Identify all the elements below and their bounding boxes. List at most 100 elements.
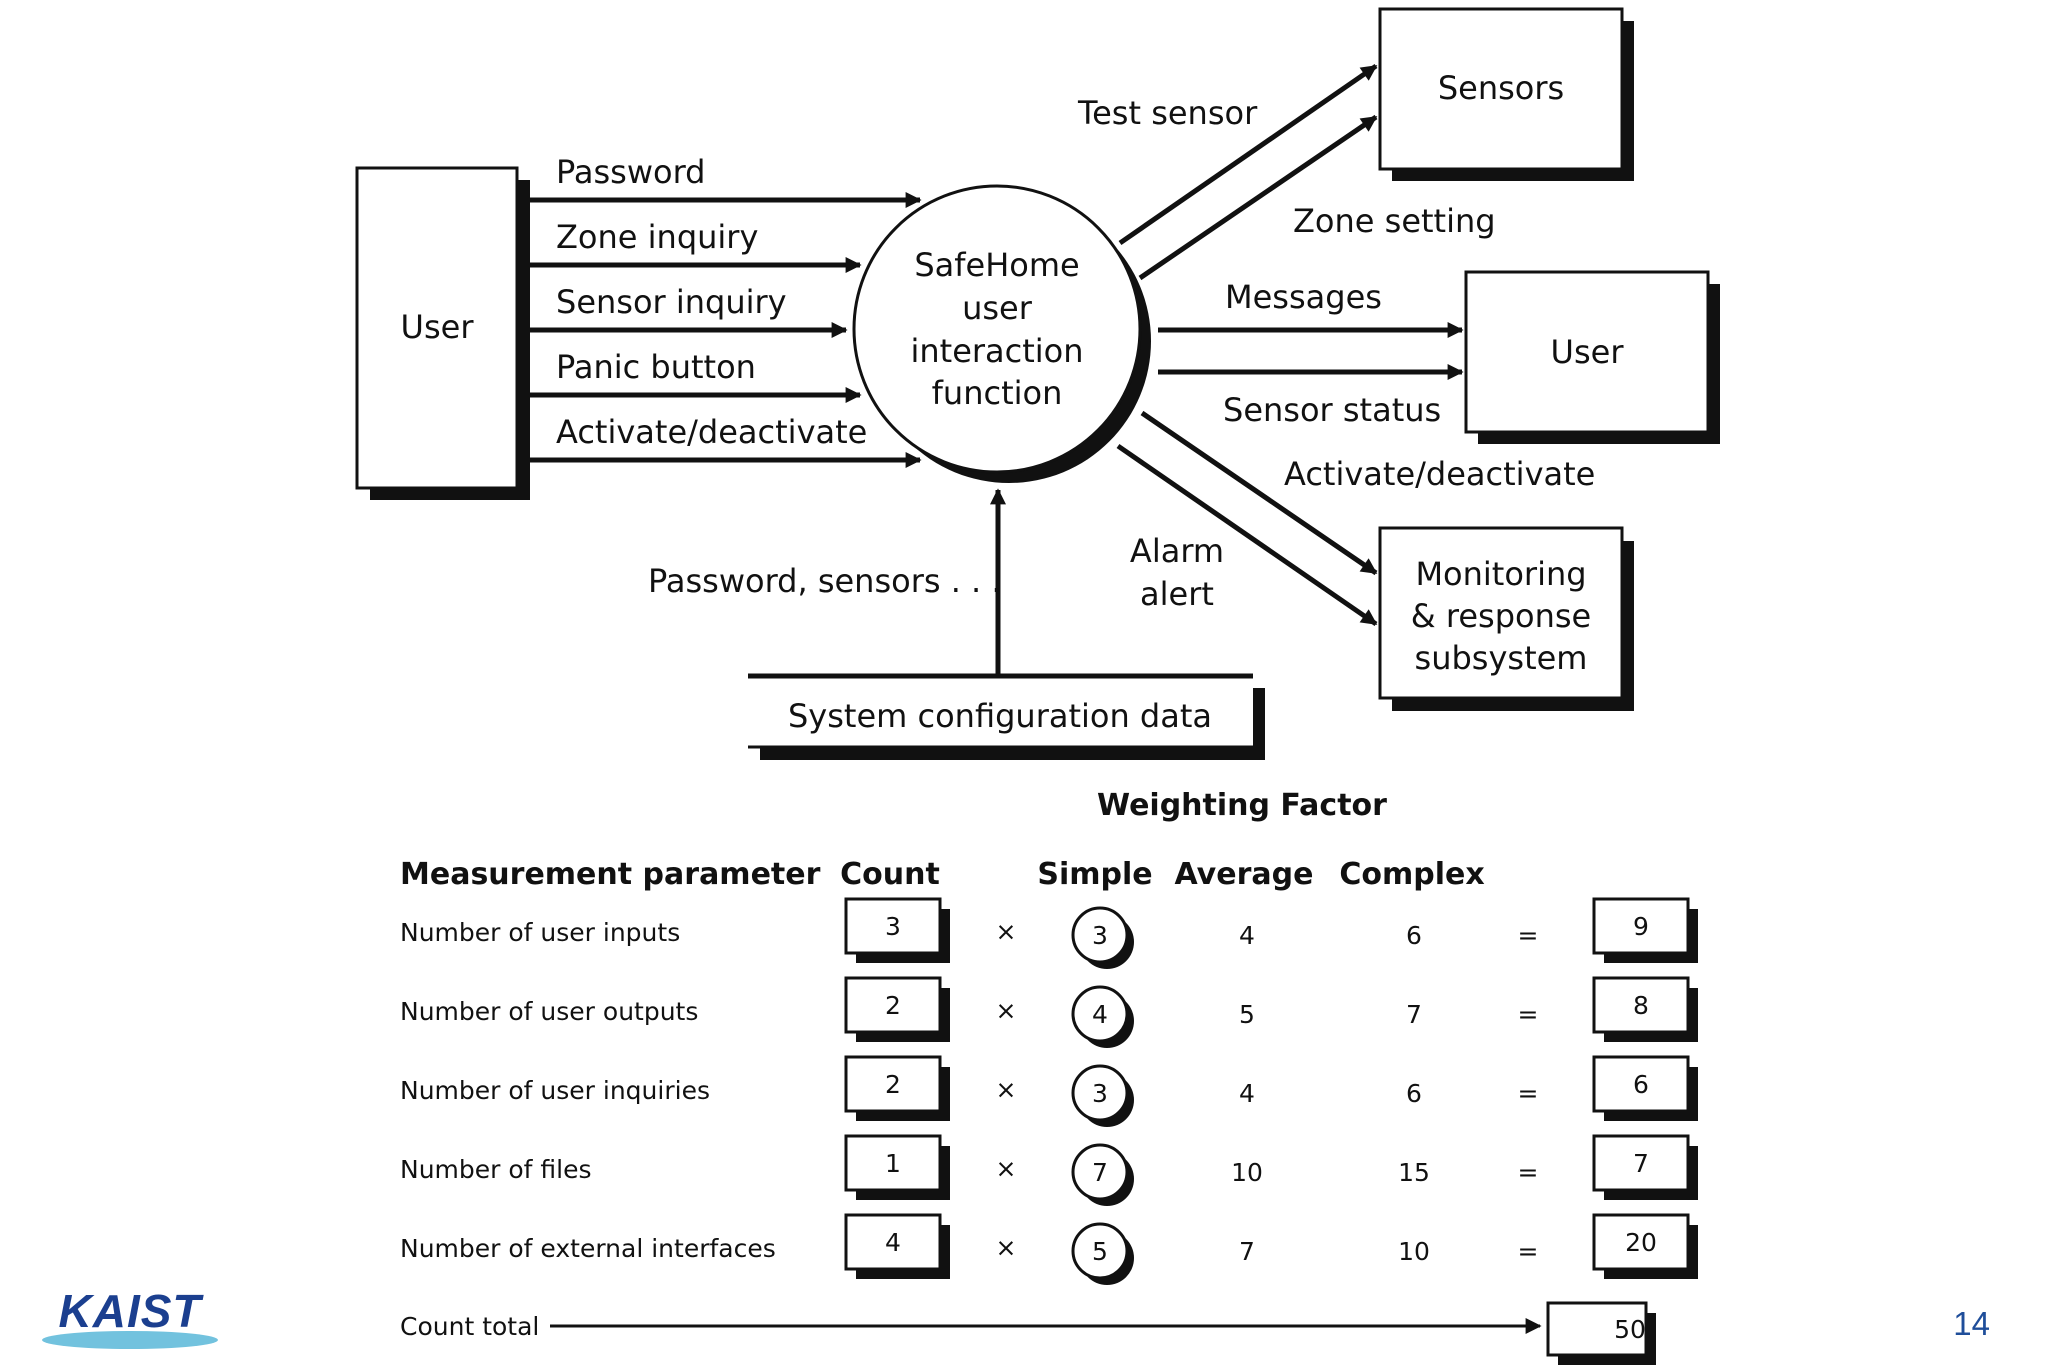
simple-value: 5 — [1092, 1237, 1108, 1266]
row-label: Number of external interfaces — [400, 1234, 776, 1263]
count-box — [844, 976, 942, 1034]
monitoring-label-line3: subsystem — [1415, 639, 1588, 677]
data-flow-diagram: User Sensors User Monitoring & response … — [355, 7, 1720, 760]
process-label-line1: SafeHome — [914, 246, 1079, 284]
simple-circle — [1071, 1064, 1129, 1122]
complex-value: 15 — [1398, 1158, 1430, 1187]
external-entity-sensors: Sensors — [1378, 7, 1634, 181]
user-right-label: User — [1551, 333, 1625, 371]
table-row: Number of external interfaces 4 × 5 7 10 = 20 — [400, 1213, 1698, 1285]
average-value: 4 — [1239, 1079, 1255, 1108]
flow-alarm-alert-arrow — [1116, 443, 1378, 627]
kaist-logo-text: KAIST — [59, 1285, 205, 1337]
count-total-value: 50 — [1614, 1315, 1646, 1344]
complex-value: 7 — [1406, 1000, 1422, 1029]
average-value: 5 — [1239, 1000, 1255, 1029]
count-box — [844, 1134, 942, 1192]
result-value: 8 — [1633, 991, 1649, 1020]
flow-label-panic-button: Panic button — [556, 348, 756, 386]
result-value: 9 — [1633, 912, 1649, 941]
simple-circle — [1071, 1143, 1129, 1201]
weighting-factor-header: Weighting Factor — [1097, 788, 1387, 823]
count-value: 1 — [885, 1149, 901, 1178]
count-box — [844, 1213, 942, 1271]
external-entity-user-left: User — [355, 166, 530, 500]
equals-symbol: = — [1518, 921, 1539, 950]
flow-zone-setting-arrow — [1138, 114, 1378, 281]
row-label: Number of files — [400, 1155, 592, 1184]
data-store-system-configuration: System configuration data — [748, 673, 1265, 760]
count-value: 2 — [885, 991, 901, 1020]
complex-value: 6 — [1406, 921, 1422, 950]
simple-value: 4 — [1092, 1000, 1108, 1029]
result-value: 20 — [1625, 1228, 1657, 1257]
count-total-label: Count total — [400, 1312, 539, 1341]
header-average: Average — [1175, 857, 1314, 892]
average-value: 10 — [1231, 1158, 1263, 1187]
flow-label-sensor-status: Sensor status — [1223, 391, 1441, 429]
multiply-symbol: × — [996, 1154, 1017, 1183]
monitoring-flows — [1116, 410, 1378, 627]
flow-label-sensor-inquiry: Sensor inquiry — [556, 283, 787, 321]
data-store-label: System configuration data — [788, 697, 1212, 735]
external-entity-monitoring-subsystem: Monitoring & response subsystem — [1378, 526, 1634, 711]
result-value: 7 — [1633, 1149, 1649, 1178]
flow-label-test-sensor: Test sensor — [1077, 94, 1258, 132]
flow-label-messages: Messages — [1225, 278, 1382, 316]
result-box — [1592, 1134, 1690, 1192]
multiply-symbol: × — [996, 1075, 1017, 1104]
multiply-symbol: × — [996, 1233, 1017, 1262]
row-label: Number of user inquiries — [400, 1076, 710, 1105]
sensor-flows — [1118, 63, 1378, 281]
flow-label-alarm: Alarm — [1130, 532, 1224, 570]
average-value: 4 — [1239, 921, 1255, 950]
count-value: 3 — [885, 912, 901, 941]
simple-value: 3 — [1092, 1079, 1108, 1108]
equals-symbol: = — [1518, 1079, 1539, 1108]
flow-label-activate-deactivate-out: Activate/deactivate — [1284, 455, 1595, 493]
sensors-label: Sensors — [1438, 69, 1564, 107]
process-label-line4: function — [932, 374, 1063, 412]
result-value: 6 — [1633, 1070, 1649, 1099]
flow-label-password-sensors: Password, sensors . . . — [648, 562, 1002, 600]
header-complex: Complex — [1339, 857, 1484, 892]
user-left-label: User — [401, 308, 475, 346]
equals-symbol: = — [1518, 1237, 1539, 1266]
count-value: 2 — [885, 1070, 901, 1099]
count-box — [844, 1055, 942, 1113]
complex-value: 10 — [1398, 1237, 1430, 1266]
user-output-flows — [1158, 322, 1464, 380]
row-label: Number of user inputs — [400, 918, 680, 947]
count-total-box: 50 — [1546, 1301, 1656, 1365]
row-label: Number of user outputs — [400, 997, 698, 1026]
count-value: 4 — [885, 1228, 901, 1257]
process-safehome-user-interaction: SafeHome user interaction function — [852, 184, 1151, 483]
simple-circle — [1071, 1222, 1129, 1280]
kaist-logo: KAIST — [42, 1285, 218, 1349]
process-label-line2: user — [962, 289, 1033, 327]
result-box — [1592, 1213, 1690, 1271]
flow-label-alert: alert — [1140, 575, 1214, 613]
equals-symbol: = — [1518, 1158, 1539, 1187]
external-entity-user-right: User — [1464, 270, 1720, 444]
header-measurement-parameter: Measurement parameter — [400, 857, 821, 892]
header-count: Count — [840, 857, 940, 892]
simple-circle — [1071, 906, 1129, 964]
result-box — [1592, 897, 1690, 955]
equals-symbol: = — [1518, 1000, 1539, 1029]
result-box — [1592, 976, 1690, 1034]
function-point-table: Weighting Factor Measurement parameter C… — [400, 788, 1698, 1365]
result-box — [1592, 1055, 1690, 1113]
flow-test-sensor-arrow — [1118, 63, 1378, 246]
average-value: 7 — [1239, 1237, 1255, 1266]
simple-value: 3 — [1092, 921, 1108, 950]
multiply-symbol: × — [996, 917, 1017, 946]
monitoring-label-line1: Monitoring — [1415, 555, 1586, 593]
flow-activate-out-arrow — [1140, 410, 1378, 576]
flow-label-password: Password — [556, 153, 705, 191]
simple-value: 7 — [1092, 1158, 1108, 1187]
